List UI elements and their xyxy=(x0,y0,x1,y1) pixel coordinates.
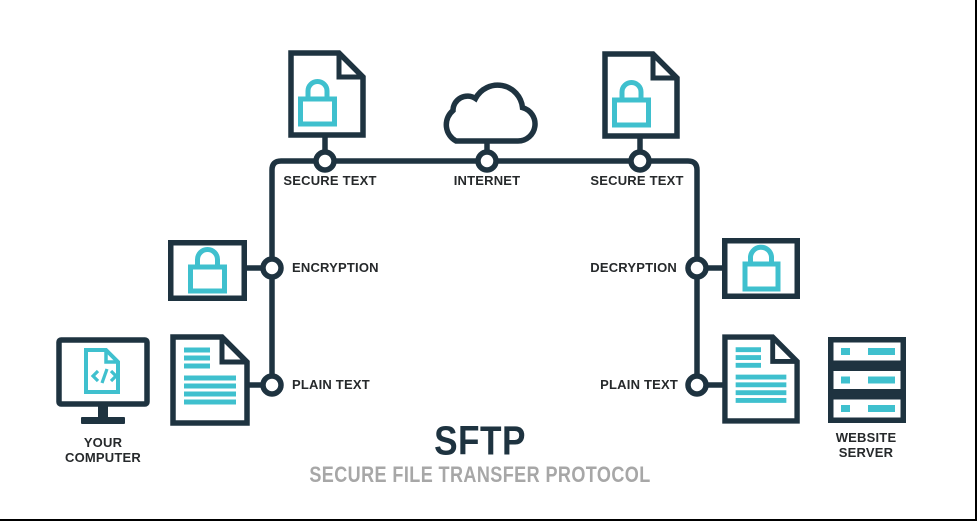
label-encryption: ENCRYPTION xyxy=(292,260,379,275)
label-plain-text-right: PLAIN TEXT xyxy=(600,377,678,392)
node-internet xyxy=(475,149,499,173)
document-text-lines-icon xyxy=(722,334,800,424)
node-encryption xyxy=(260,256,284,280)
document-lock-icon xyxy=(288,50,366,138)
diagram-title: SFTP xyxy=(434,418,526,464)
label-secure-text-right: SECURE TEXT xyxy=(590,173,684,188)
monitor-code-icon xyxy=(56,337,150,424)
label-secure-text-left: SECURE TEXT xyxy=(283,173,377,188)
label-website-server-line1: WEBSITE xyxy=(835,430,897,445)
node-plain-text-right xyxy=(685,373,709,397)
diagram-subtitle: SECURE FILE TRANSFER PROTOCOL xyxy=(309,462,651,487)
label-website-server-line2: SERVER xyxy=(838,444,894,460)
cloud-icon xyxy=(443,82,538,144)
node-plain-text-left xyxy=(260,373,284,397)
label-website-server: WEBSITE SERVER xyxy=(835,430,897,460)
frame-border-right xyxy=(974,0,977,521)
document-lock-icon xyxy=(602,51,680,139)
server-stack-icon xyxy=(828,337,906,423)
frame-border-bottom xyxy=(0,518,977,521)
node-secure-text-right xyxy=(628,149,652,173)
label-your-computer: YOUR COMPUTER xyxy=(65,435,141,465)
padlock-closed-icon xyxy=(168,240,247,301)
node-secure-text-left xyxy=(313,149,337,173)
label-plain-text-left: PLAIN TEXT xyxy=(292,377,370,392)
label-internet: INTERNET xyxy=(453,173,521,188)
padlock-open-icon xyxy=(722,238,800,299)
label-your-computer-line2: COMPUTER xyxy=(65,449,141,465)
label-decryption: DECRYPTION xyxy=(590,260,677,275)
label-your-computer-line1: YOUR xyxy=(83,435,123,450)
node-decryption xyxy=(685,256,709,280)
document-text-lines-icon xyxy=(170,334,250,426)
